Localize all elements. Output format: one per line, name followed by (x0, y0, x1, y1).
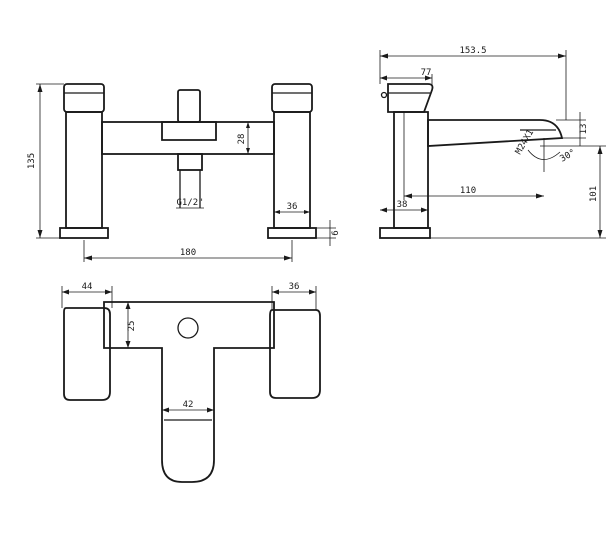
diverter-hole (177, 317, 199, 339)
dim-38-label: 38 (397, 200, 408, 210)
arrow-icon (380, 75, 387, 81)
arrow-icon (597, 146, 603, 154)
side-handle (387, 83, 434, 113)
dim-101-label: 101 (589, 186, 599, 202)
diverter-knob (177, 89, 201, 123)
arrow-icon (125, 302, 131, 309)
arrow-icon (380, 53, 388, 59)
arrow-icon (246, 122, 250, 128)
side-spout (427, 119, 564, 147)
dim-angle-label: 30° (559, 148, 578, 165)
arrow-icon (380, 207, 387, 213)
side-base (379, 227, 431, 239)
angle-arc (527, 149, 561, 160)
dim-25-label: 25 (127, 321, 137, 332)
arrow-icon (272, 289, 279, 295)
dim-36-label: 36 (287, 202, 298, 212)
left-base (59, 227, 109, 239)
dim-110-label: 110 (460, 186, 476, 196)
top-view: 44 36 25 42 (61, 282, 321, 483)
arrow-icon (597, 230, 603, 238)
arrow-icon (84, 255, 92, 261)
dim-153-label: 153.5 (459, 46, 486, 56)
arrow-icon (425, 75, 432, 81)
arrow-icon (246, 148, 250, 154)
arrow-icon (37, 230, 43, 238)
arrow-icon (558, 53, 566, 59)
left-pillar-body (65, 111, 103, 229)
arrow-icon (62, 289, 69, 295)
top-left-handle (63, 307, 111, 401)
arrow-icon (309, 289, 316, 295)
arrow-icon (421, 207, 428, 213)
right-base (267, 227, 317, 239)
dim-6-label: 6 (331, 230, 341, 235)
shower-outlet (177, 153, 203, 171)
arrow-icon (105, 289, 112, 295)
arrow-icon (536, 193, 544, 199)
arrow-icon (274, 210, 280, 214)
diverter-body (161, 121, 217, 141)
dim-180-label: 180 (180, 248, 196, 258)
top-body-plate (103, 301, 275, 483)
dim-42-label: 42 (183, 400, 194, 410)
arrow-icon (284, 255, 292, 261)
side-view: M24X1 30° 153.5 77 13 110 38 (379, 46, 606, 239)
front-view: 135 28 G1/2" 36 6 180 (27, 83, 341, 262)
top-right-handle (269, 309, 321, 399)
dim-77-label: 77 (421, 68, 432, 78)
dim-thread-label: G1/2" (176, 198, 203, 208)
arrow-icon (125, 341, 131, 348)
arrow-icon (162, 407, 169, 413)
dim-44-label: 44 (82, 282, 93, 292)
dim-28-label: 28 (237, 134, 247, 145)
dim-36-top-label: 36 (289, 282, 300, 292)
left-handle-cap (63, 83, 105, 113)
arrow-icon (304, 210, 310, 214)
dim-aerator-label: M24X1 (514, 128, 536, 156)
arrow-icon (404, 193, 412, 199)
arrow-icon (37, 84, 43, 92)
right-handle-cap (271, 83, 313, 113)
dim-13-label: 13 (579, 124, 589, 135)
side-handle-pin (380, 91, 388, 99)
dim-135-label: 135 (27, 153, 37, 169)
arrow-icon (207, 407, 214, 413)
